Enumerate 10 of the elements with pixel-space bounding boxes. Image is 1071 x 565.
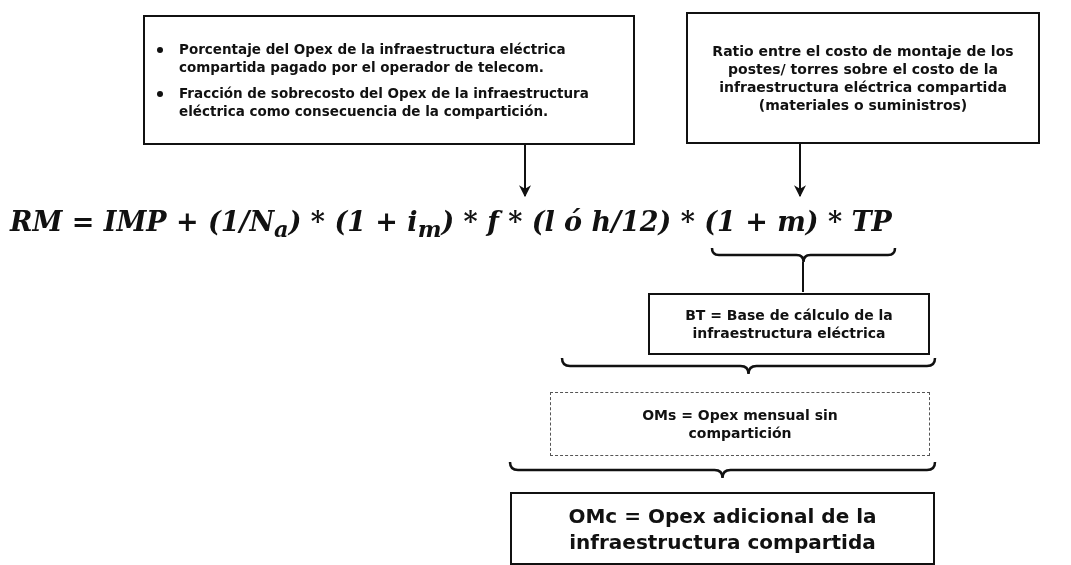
bullet-item: Fracción de sobrecosto del Opex de la infraestructura eléctrica como consecuencia de la compartición.	[179, 84, 623, 121]
text-box: BT = Base de cálculo de la infraestructura eléctrica	[648, 293, 930, 355]
arrow	[794, 143, 806, 198]
formula: RM = IMP + (1/N$_{a}$) * (1 + i$_{m}$) * f * (l ó h/12) * (1 + m) * TP	[10, 196, 910, 252]
arrow	[519, 144, 531, 198]
text-box	[143, 15, 635, 145]
text-box: OMc = Opex adicional de la infraestructura compartida	[510, 492, 935, 565]
bullet-item: Porcentaje del Opex de la infraestructura eléctrica compartida pagado por el operador de telecom.	[179, 39, 623, 76]
text-box: OMs = Opex mensual sin compartición	[550, 392, 930, 456]
text-box: Ratio entre el costo de montaje de los postes/ torres sobre el costo de la infraestructura eléctrica compartida (materiales o suministros)	[686, 12, 1040, 144]
